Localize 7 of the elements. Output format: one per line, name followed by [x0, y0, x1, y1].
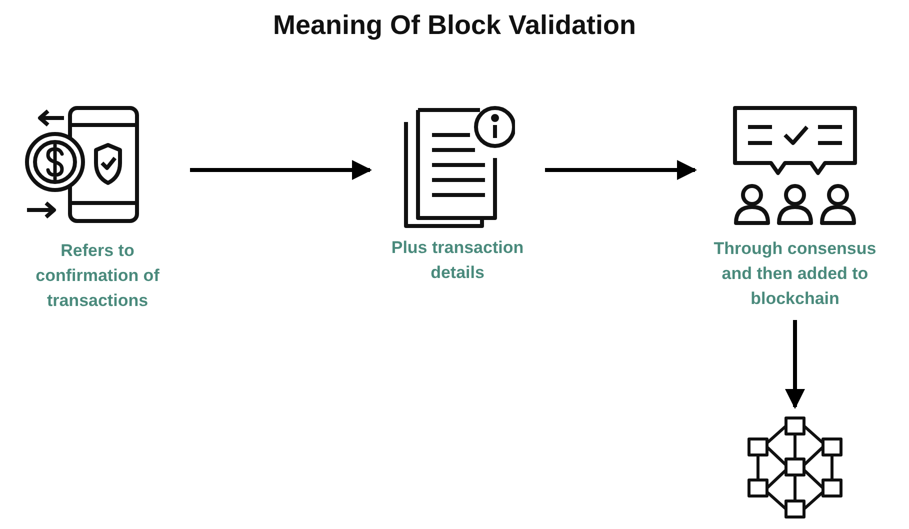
step-caption: Through consensus and then added to blockchain	[712, 238, 878, 310]
diagram-title: Meaning Of Block Validation	[272, 10, 638, 41]
arrow	[545, 160, 697, 180]
arrow	[785, 320, 805, 409]
arrow	[190, 160, 372, 180]
step-caption: Refers to confirmation of transactions	[34, 240, 160, 312]
step-caption: Plus transaction details	[390, 237, 525, 284]
